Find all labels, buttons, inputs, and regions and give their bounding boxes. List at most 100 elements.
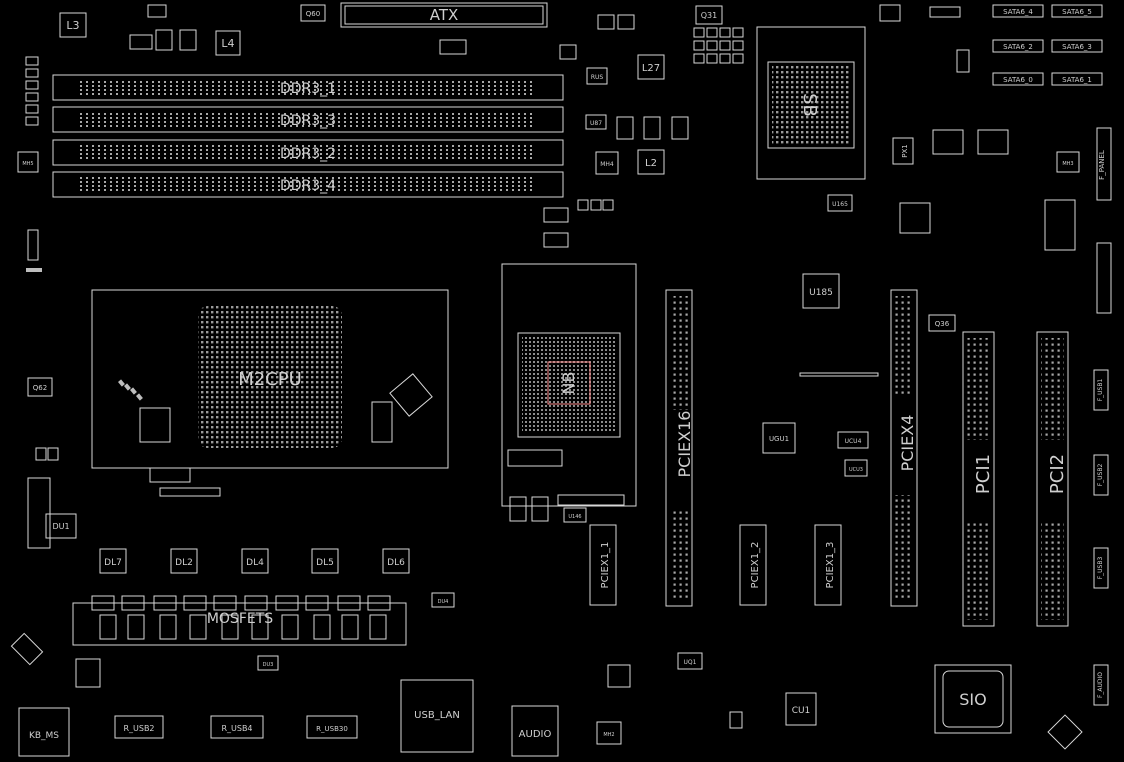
svg-text:Q62: Q62 — [33, 384, 47, 392]
svg-text:SATA6_5: SATA6_5 — [1062, 8, 1092, 16]
pciex4-slot[interactable]: PCIEX4 — [890, 289, 918, 607]
ddr3-slot-1[interactable]: DDR3_1 — [52, 74, 564, 101]
svg-text:U146: U146 — [568, 514, 581, 520]
svg-text:PCIEX1_1: PCIEX1_1 — [600, 542, 611, 589]
ddr3-1-label: DDR3_1 — [280, 81, 336, 97]
svg-text:SATA6_4: SATA6_4 — [1003, 8, 1033, 16]
svg-text:DL6: DL6 — [387, 558, 405, 568]
svg-text:UQ1: UQ1 — [684, 659, 697, 666]
svg-text:MH3: MH3 — [1062, 161, 1073, 167]
super-io-sio[interactable]: SIO — [934, 664, 1012, 734]
svg-text:PX1: PX1 — [901, 144, 909, 157]
svg-text:CU1: CU1 — [792, 706, 811, 716]
svg-text:DU4: DU4 — [438, 599, 449, 605]
svg-text:MH4: MH4 — [600, 161, 614, 168]
svg-text:PCIEX1_3: PCIEX1_3 — [825, 542, 836, 589]
pciex4-label: PCIEX4 — [898, 415, 917, 472]
svg-text:KB_MS: KB_MS — [29, 731, 59, 741]
mosfet-bank: MOSFETS — [72, 595, 407, 646]
trace-bar — [799, 372, 879, 377]
pciex1-1-slot[interactable]: PCIEX1_1 — [589, 524, 617, 606]
ddr3-slot-4[interactable]: DDR3_4 — [52, 171, 564, 198]
capacitor-grid — [693, 27, 744, 64]
chip-du1: DU1 — [27, 477, 77, 549]
inductor-l4: L4 — [215, 30, 241, 56]
svg-text:USB_LAN: USB_LAN — [414, 710, 460, 721]
ddr3-4-label: DDR3_4 — [280, 178, 336, 194]
pci2-slot[interactable]: PCI2 — [1036, 331, 1069, 627]
ddr3-slot-2[interactable]: DDR3_2 — [52, 139, 564, 166]
svg-text:Q36: Q36 — [935, 320, 950, 328]
transistor-q60: Q60 — [300, 4, 326, 22]
r-usb30-port[interactable]: R_USB30 — [306, 715, 358, 739]
svg-text:Q60: Q60 — [306, 10, 320, 18]
svg-text:U185: U185 — [809, 288, 833, 298]
svg-text:U87: U87 — [590, 120, 602, 127]
svg-text:R_USB30: R_USB30 — [316, 725, 348, 733]
transistor-q36: Q36 — [928, 314, 956, 332]
svg-text:Q31: Q31 — [701, 11, 717, 20]
atx-label: ATX — [430, 6, 459, 24]
top-middle-components: RUS U87 MH4 — [129, 4, 689, 248]
sata-ports[interactable]: SATA6_4 SATA6_5 SATA6_2 SATA6_3 SATA6_0 … — [992, 4, 1103, 86]
pciex1-2-slot[interactable]: PCIEX1_2 — [739, 524, 767, 606]
sio-label: SIO — [959, 690, 986, 709]
pci1-slot[interactable]: PCI1 — [962, 331, 995, 627]
ddr3-slot-3[interactable]: DDR3_3 — [52, 106, 564, 133]
bottom-right-parts — [1047, 714, 1083, 750]
atx-connector[interactable]: ATX — [340, 2, 548, 28]
kb-ms-port[interactable]: KB_MS — [18, 707, 70, 757]
pciex16-label: PCIEX16 — [675, 411, 694, 478]
r-usb2-port[interactable]: R_USB2 — [114, 715, 164, 739]
svg-text:F_USB3: F_USB3 — [1097, 557, 1104, 580]
svg-text:PCIEX1_2: PCIEX1_2 — [750, 542, 761, 589]
svg-text:F_USB2: F_USB2 — [1097, 464, 1104, 487]
bottom-mid-parts: MH2 — [596, 664, 631, 745]
transistor-q31: Q31 — [695, 5, 723, 25]
svg-text:L3: L3 — [66, 19, 79, 32]
svg-text:L4: L4 — [221, 37, 234, 50]
svg-text:DU1: DU1 — [52, 522, 69, 531]
sb-label: SB — [799, 93, 820, 117]
pciex16-slot[interactable]: PCIEX16 — [665, 289, 694, 607]
svg-text:MH5: MH5 — [22, 161, 33, 167]
r-usb4-port[interactable]: R_USB4 — [210, 715, 264, 739]
northbridge-nb[interactable]: NB — [501, 263, 637, 507]
chip-u185: U185 — [802, 273, 840, 309]
leds-row: DL7 DL2 DL4 DL5 DL6 — [99, 548, 410, 574]
chip-ucu4: UCU4 — [837, 431, 869, 449]
inductor-l27: L27 — [637, 54, 665, 80]
inductor-l3: L3 — [59, 12, 87, 38]
ddr3-2-label: DDR3_2 — [280, 146, 336, 162]
svg-text:SATA6_3: SATA6_3 — [1062, 43, 1092, 51]
southbridge-sb[interactable]: SB — [756, 26, 866, 180]
chip-du3: DU3 — [257, 655, 279, 671]
pci1-label: PCI1 — [973, 454, 994, 494]
svg-text:F_USB1: F_USB1 — [1097, 379, 1104, 402]
svg-text:AUDIO: AUDIO — [519, 729, 552, 740]
audio-port[interactable]: AUDIO — [511, 705, 559, 757]
svg-text:L2: L2 — [645, 158, 657, 169]
ddr3-3-label: DDR3_3 — [280, 113, 336, 129]
inductor-l2: L2 — [637, 149, 665, 175]
svg-text:DL4: DL4 — [246, 558, 264, 568]
cpu-socket-m2cpu[interactable]: M2CPU — [91, 289, 449, 469]
pciex1-3-slot[interactable]: PCIEX1_3 — [814, 524, 842, 606]
chip-cu1: CU1 — [729, 692, 817, 729]
svg-text:UCU4: UCU4 — [845, 438, 862, 445]
svg-text:R_USB4: R_USB4 — [221, 724, 252, 733]
left-edge-components: MH5 — [17, 56, 42, 272]
svg-text:L27: L27 — [642, 63, 660, 74]
svg-text:SATA6_2: SATA6_2 — [1003, 43, 1033, 51]
cpu-label: M2CPU — [238, 369, 302, 390]
mosfets-label: MOSFETS — [207, 611, 273, 627]
usb-lan-port[interactable]: USB_LAN — [400, 679, 474, 753]
nb-label: NB — [559, 372, 578, 395]
svg-text:RUS: RUS — [591, 74, 604, 81]
svg-text:DU3: DU3 — [263, 662, 274, 668]
svg-text:SATA6_0: SATA6_0 — [1003, 76, 1033, 84]
front-headers[interactable]: F_USB1 F_USB2 F_USB3 F_AUDIO — [1093, 369, 1109, 706]
svg-text:MH2: MH2 — [603, 732, 614, 738]
chip-ugu1: UGU1 — [762, 422, 796, 454]
